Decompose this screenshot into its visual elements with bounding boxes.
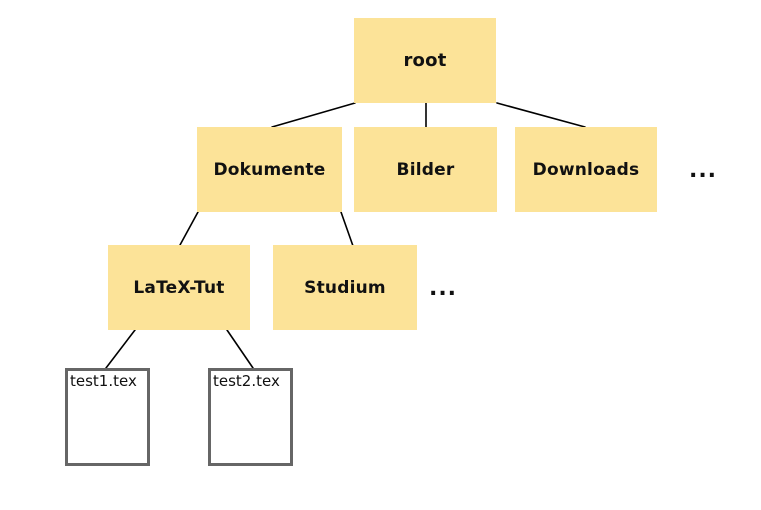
edge-latex-tut-test1 [105, 329, 136, 369]
node-root: root [354, 18, 496, 103]
edge-root-dokumente [271, 102, 356, 128]
edge-root-downloads [496, 102, 586, 128]
node-latex-tut: LaTeX-Tut [108, 245, 250, 330]
node-file-test1: test1.tex [65, 368, 150, 466]
node-file-test2: test2.tex [208, 368, 293, 466]
edge-latex-tut-test2 [226, 329, 254, 369]
edge-dokumente-latex-tut [179, 211, 199, 246]
edge-dokumente-studium [340, 211, 354, 247]
ellipsis-level2: ... [688, 158, 718, 183]
ellipsis-level3: ... [428, 276, 458, 301]
node-studium: Studium [273, 245, 417, 330]
node-bilder: Bilder [354, 127, 497, 212]
node-downloads: Downloads [515, 127, 657, 212]
node-dokumente: Dokumente [197, 127, 342, 212]
